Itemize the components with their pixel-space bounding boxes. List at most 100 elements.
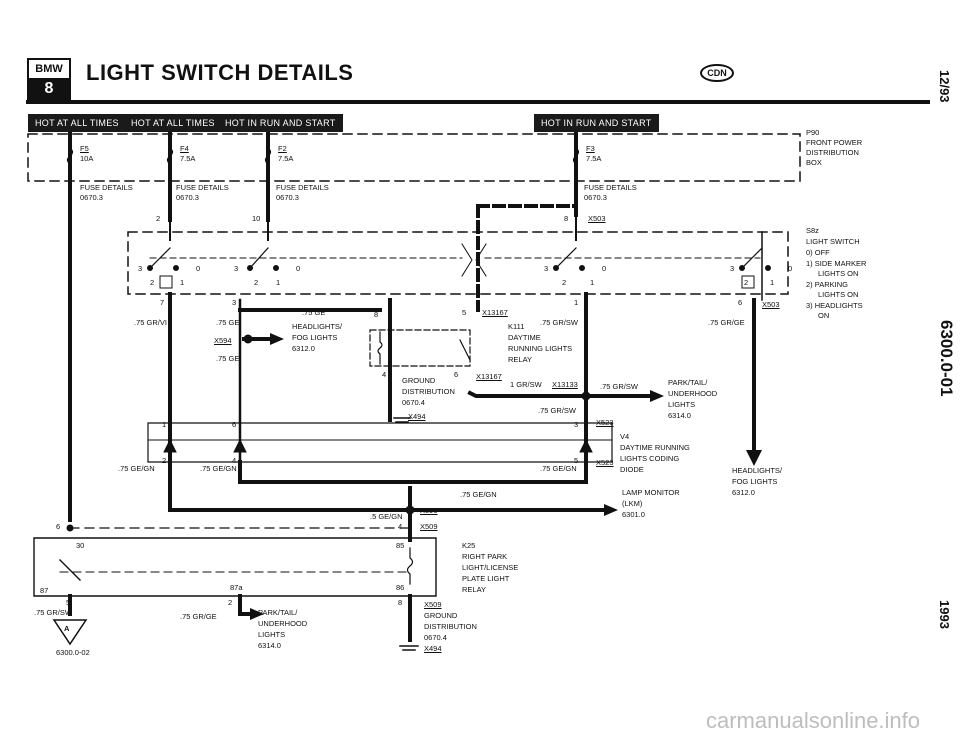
wire-label-1-gr-sw: 1 GR/SW [510, 380, 542, 389]
ground-a-symbol [52, 619, 88, 646]
headlights-fog-right-2: FOG LIGHTS [732, 477, 778, 486]
connector-x494-bottom: X494 [424, 644, 442, 653]
pin-87a: 87a [230, 583, 243, 592]
v4-line1: DAYTIME RUNNING [620, 443, 690, 452]
sw-d-pos3: 3 [730, 264, 735, 273]
s8z-pos0: 0) OFF [806, 248, 830, 257]
k25-line3: PLATE LIGHT [462, 574, 510, 583]
connector-x13167-top: X13167 [482, 308, 508, 317]
sw-d-pos1: 1 [770, 278, 775, 287]
park-tail-bottom-1: PARK/TAIL/ [258, 608, 298, 617]
wire-label-ge-gn-2: .75 GE/GN [200, 464, 237, 473]
connector-x523-top: X523 [596, 418, 614, 427]
fuse-details-f3: FUSE DETAILS [584, 183, 637, 192]
p90-code: P90 [806, 128, 820, 137]
wire-1-gr-sw [467, 390, 652, 398]
headlights-fog-3: 6312.0 [292, 344, 315, 353]
headlights-fog-right-3: 6312.0 [732, 488, 755, 497]
fuse-f4-rating: 7.5A [180, 154, 196, 163]
wire-ge-gn-left [168, 460, 412, 512]
fuse-f2-symbol [264, 147, 272, 165]
lamp-monitor-3: 6301.0 [622, 510, 645, 519]
pin-10: 10 [252, 214, 261, 223]
pin-6-left: 6 [56, 522, 61, 531]
connector-x594: X594 [214, 336, 232, 345]
pin-1: 1 [574, 298, 579, 307]
ground-dist-3: 0670.4 [402, 398, 425, 407]
ground-dist-1: GROUND [402, 376, 436, 385]
wire-label-gr-sw-2: .75 GR/SW [600, 382, 638, 391]
connector-x509-top: X509 [420, 522, 438, 531]
ground-dist-bottom-1: GROUND [424, 611, 458, 620]
wire-label-gr-vi: .75 GR/VI [134, 318, 167, 327]
ground-dist-bottom-2: DISTRIBUTION [424, 622, 477, 631]
park-tail-3: LIGHTS [668, 400, 696, 409]
fuse-f3-rating: 7.5A [586, 154, 602, 163]
k111-line1: DAYTIME [508, 333, 541, 342]
connector-x596: X596 [420, 506, 438, 515]
pin-4-k25: 4 [398, 522, 403, 531]
v4-code: V4 [620, 432, 630, 441]
sw-c-pos1: 1 [590, 278, 595, 287]
park-tail-2: UNDERHOOD [668, 389, 718, 398]
p90-box-outline [27, 133, 801, 182]
tag-hot-run-start-2: HOT IN RUN AND START [534, 114, 659, 132]
fuse-details-f5: FUSE DETAILS [80, 183, 133, 192]
pin-86: 86 [396, 583, 405, 592]
connector-x13167-bottom: X13167 [476, 372, 502, 381]
wire-label-gr-ge-bottom: .75 GR/GE [180, 612, 217, 621]
k111-line2: RUNNING LIGHTS [508, 344, 573, 353]
sw-c-pos0: 0 [602, 264, 607, 273]
pin-85: 85 [396, 541, 405, 550]
fuse-details-f4-ref: 0670.3 [176, 193, 199, 202]
logo-series-number: 8 [29, 79, 69, 99]
wire-label-ge-3: .75 GE [216, 354, 240, 363]
s8z-code: S8z [806, 226, 819, 235]
pin-6-sw: 6 [738, 298, 743, 307]
pin-4-diode: 4 [232, 456, 237, 465]
wire-label-ge-gn-5: .5 GE/GN [370, 512, 403, 521]
connector-x13133: X13133 [552, 380, 578, 389]
k25-line2: LIGHT/LICENSE [462, 563, 519, 572]
s8z-pos1: 1) SIDE MARKER [806, 259, 867, 268]
park-tail-bottom-4: 6314.0 [258, 641, 281, 650]
cdn-badge: CDN [700, 64, 734, 82]
fuse-details-f4: FUSE DETAILS [176, 183, 229, 192]
headlights-fog-1: HEADLIGHTS/ [292, 322, 343, 331]
wire-label-gr-sw: .75 GR/SW [540, 318, 578, 327]
fuse-f3-symbol [572, 147, 580, 165]
fuse-details-f3-ref: 0670.3 [584, 193, 607, 202]
wire-label-ge-1: .75 GE [216, 318, 240, 327]
s8z-box-outline [127, 231, 789, 295]
sw-d-pos0: 0 [788, 264, 793, 273]
pin-4-relay: 4 [382, 370, 387, 379]
wire-label-gr-sw-3: .75 GR/SW [538, 406, 576, 415]
park-tail-bottom-3: LIGHTS [258, 630, 286, 639]
s8z-pos3b: ON [818, 311, 830, 320]
tag-hot-always-1: HOT AT ALL TIMES [28, 114, 126, 132]
fuse-details-f2: FUSE DETAILS [276, 183, 329, 192]
pin-5-relay: 5 [462, 308, 467, 317]
pin-87: 87 [40, 586, 49, 595]
ground-dist-2: DISTRIBUTION [402, 387, 455, 396]
fuse-f3-name: F3 [586, 144, 595, 153]
pin-3: 3 [232, 298, 237, 307]
connector-x523-bottom: X523 [596, 458, 614, 467]
k111-line3: RELAY [508, 355, 533, 364]
sw-a-pos0: 0 [196, 264, 201, 273]
bmw-logo: BMW 8 [27, 58, 71, 100]
sw-b-pos0: 0 [296, 264, 301, 273]
sw-a-pos3: 3 [138, 264, 143, 273]
sw-a-pos2: 2 [150, 278, 155, 287]
pin-6-diode: 6 [232, 420, 237, 429]
pin-1-diode: 1 [162, 420, 167, 429]
p90-line3: BOX [806, 158, 822, 167]
v4-line2: LIGHTS CODING [620, 454, 680, 463]
pin-6-relay: 6 [454, 370, 459, 379]
park-tail-bottom-2: UNDERHOOD [258, 619, 308, 628]
sw-c-pos2: 2 [562, 278, 567, 287]
k25-line4: RELAY [462, 585, 487, 594]
headlights-fog-right-1: HEADLIGHTS/ [732, 466, 783, 475]
sw-b-pos3: 3 [234, 264, 239, 273]
